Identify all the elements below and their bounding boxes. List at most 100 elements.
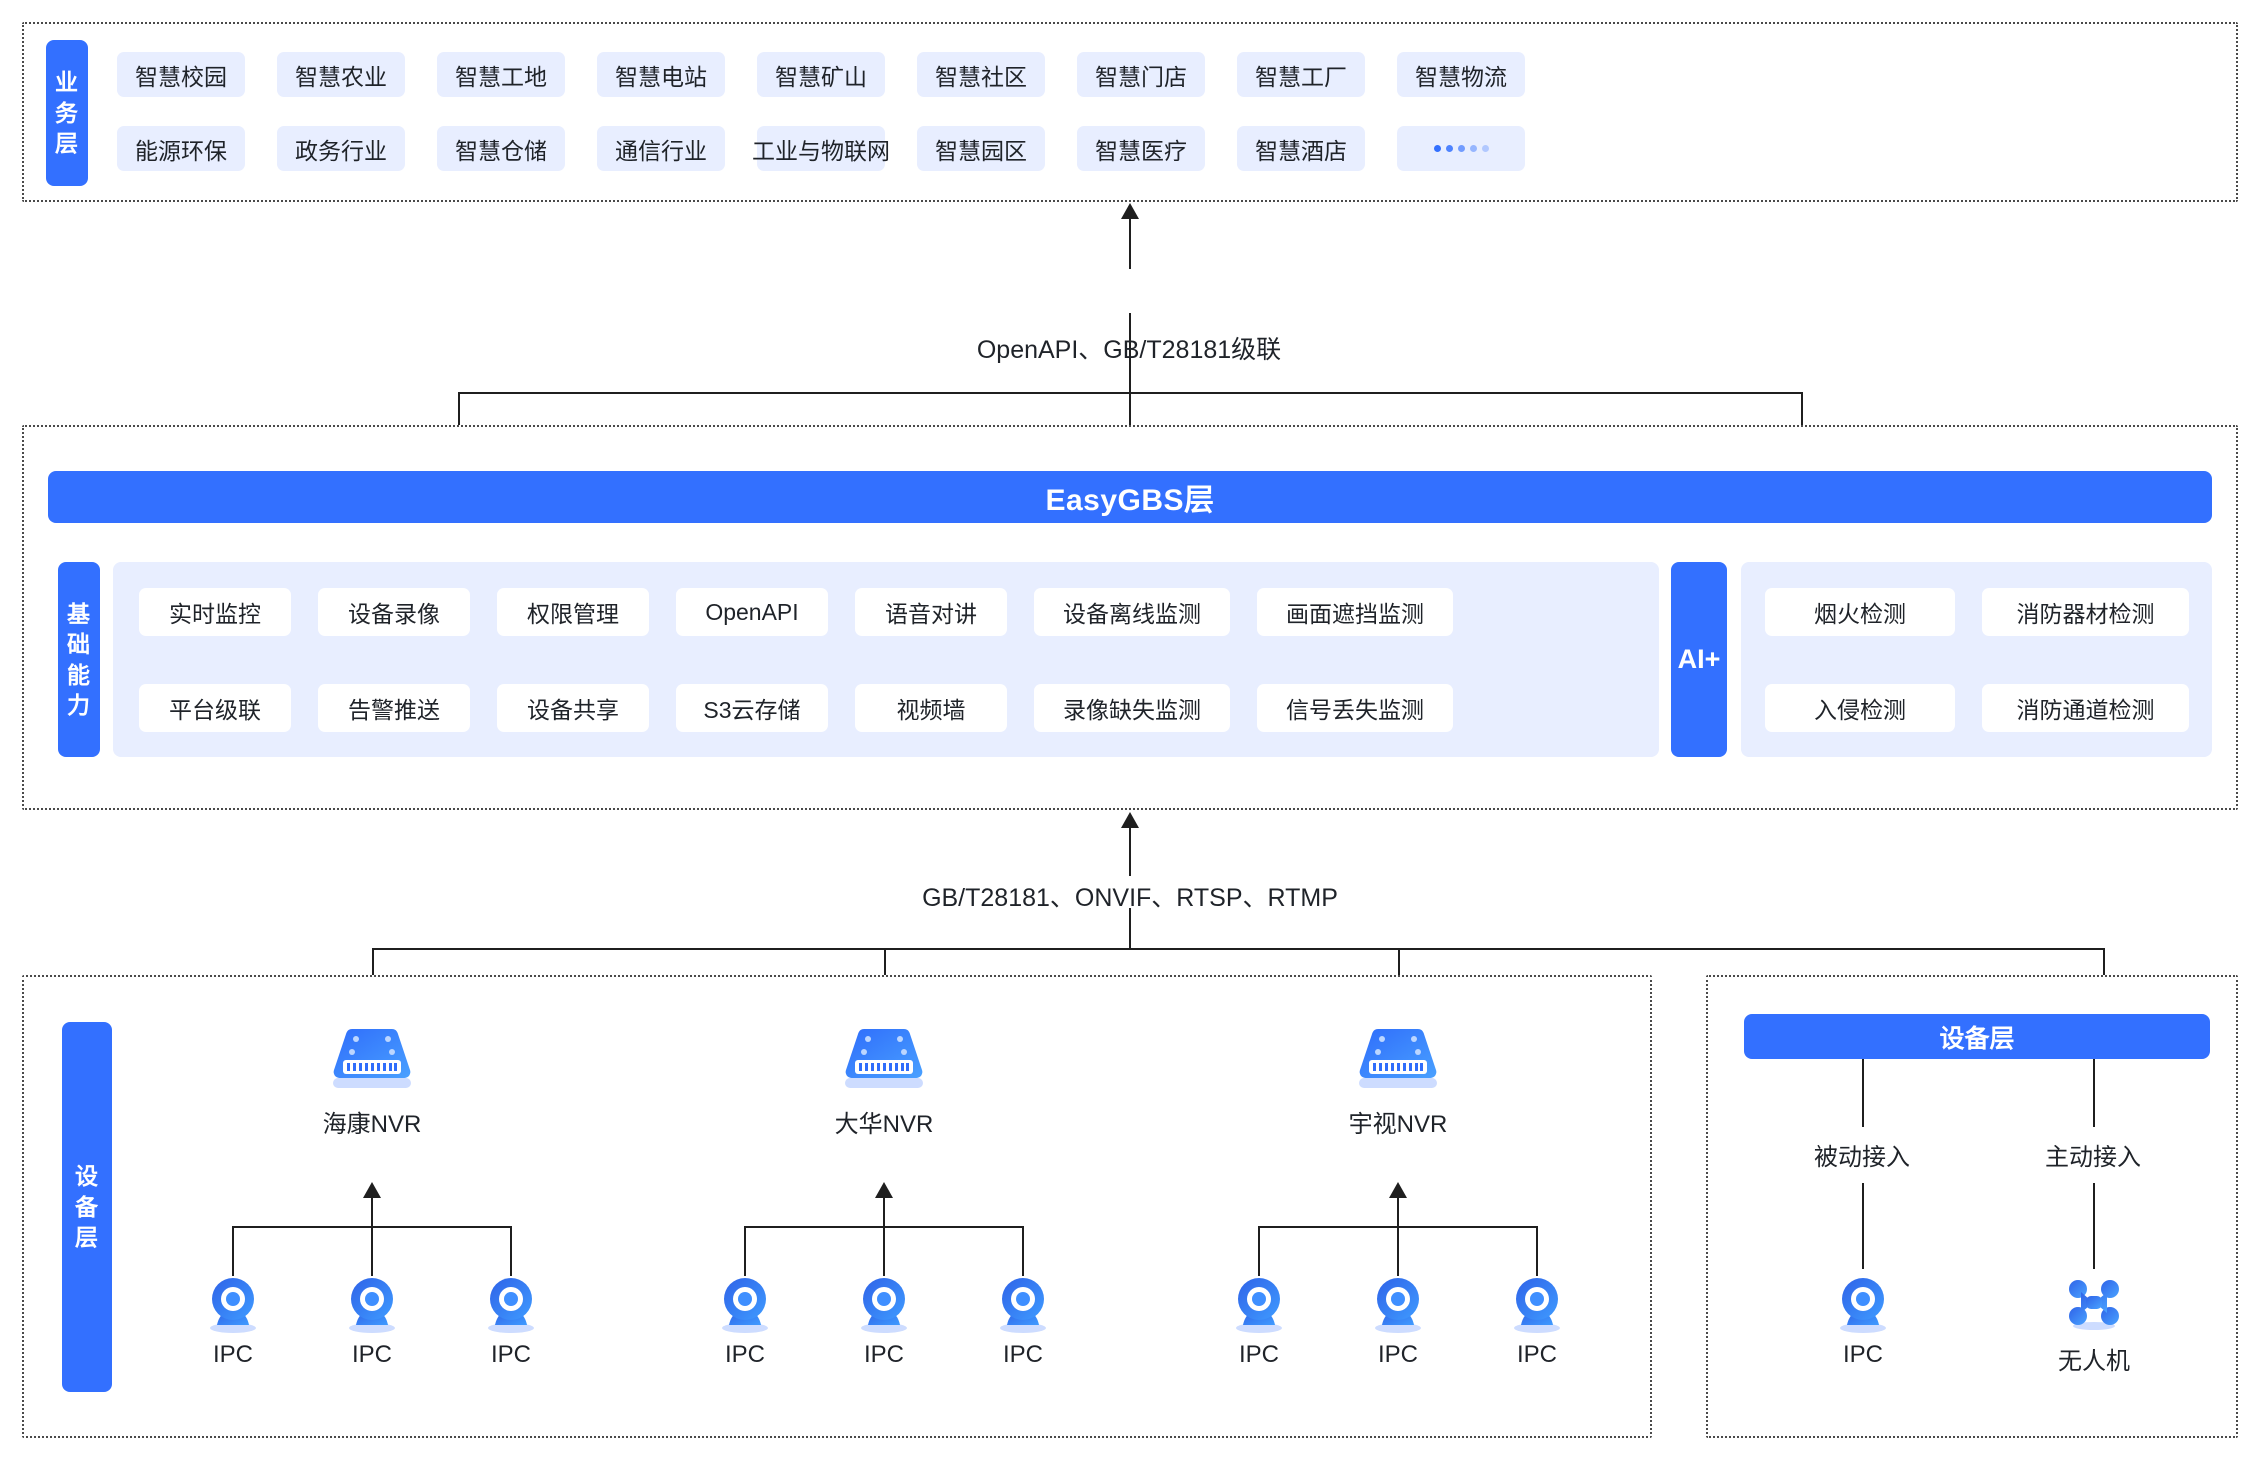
ipc-camera-icon: [715, 1275, 775, 1340]
capability-chip[interactable]: 实时监控: [139, 588, 291, 636]
ai-capability-chip[interactable]: 入侵检测: [1765, 684, 1955, 732]
business-chip[interactable]: 智慧门店: [1077, 52, 1205, 97]
capability-chip-label: 信号丢失监测: [1286, 697, 1424, 723]
nvr-label: 宇视NVR: [1348, 1111, 1448, 1138]
ipc-label: IPC: [490, 1341, 531, 1368]
nvr-label: 海康NVR: [322, 1111, 422, 1138]
ai-plus-badge: AI+: [1671, 562, 1727, 757]
nvr-uplink-line: [371, 1198, 373, 1228]
business-chip-more[interactable]: [1397, 126, 1525, 171]
business-chip[interactable]: 能源环保: [117, 126, 245, 171]
business-chip[interactable]: 智慧工厂: [1237, 52, 1365, 97]
device-uplink-arrow-icon: [1121, 812, 1139, 828]
ipc-label: IPC: [212, 1341, 253, 1368]
ai-capability-chip[interactable]: 消防通道检测: [1982, 684, 2189, 732]
ipc-camera-icon: [481, 1275, 541, 1340]
capability-chip-label: 实时监控: [169, 601, 261, 627]
ai-capability-chip[interactable]: 烟火检测: [1765, 588, 1955, 636]
nvr-label: 大华NVR: [834, 1111, 934, 1138]
business-chip[interactable]: 智慧酒店: [1237, 126, 1365, 171]
ipc-label: IPC: [863, 1341, 904, 1368]
nvr-icon: [1354, 1026, 1442, 1097]
business-chip[interactable]: 智慧物流: [1397, 52, 1525, 97]
business-chip-label: 通信行业: [615, 137, 707, 164]
business-chip-label: 工业与物联网: [752, 137, 890, 164]
capability-chip[interactable]: 语音对讲: [855, 588, 1007, 636]
ipc-drop-line: [510, 1226, 512, 1276]
business-chip[interactable]: 智慧电站: [597, 52, 725, 97]
business-chip-label: 智慧医疗: [1095, 137, 1187, 164]
active-access-line: [2093, 1059, 2095, 1127]
device-layer-right-title-text: 设备层: [1939, 1024, 2015, 1053]
business-chip-label: 智慧门店: [1095, 63, 1187, 90]
ipc-drop-line: [232, 1226, 234, 1276]
uplink-line: [1129, 313, 1131, 373]
business-layer-container: [22, 22, 2238, 202]
ipc-camera-icon: [1368, 1275, 1428, 1340]
capability-chip[interactable]: 视频墙: [855, 684, 1007, 732]
capability-chip[interactable]: S3云存储: [676, 684, 828, 732]
device-uplink-line: [1129, 908, 1131, 948]
nvr-uplink-line: [1397, 1198, 1399, 1228]
business-chip[interactable]: 智慧社区: [917, 52, 1045, 97]
business-chip[interactable]: 智慧园区: [917, 126, 1045, 171]
uplink-arrow-icon: [1121, 203, 1139, 219]
capability-chip[interactable]: 设备离线监测: [1034, 588, 1230, 636]
capability-chip[interactable]: OpenAPI: [676, 588, 828, 636]
business-chip[interactable]: 智慧农业: [277, 52, 405, 97]
ai-capability-chip[interactable]: 消防器材检测: [1982, 588, 2189, 636]
ipc-drop-line: [744, 1226, 746, 1276]
business-chip-label: 智慧园区: [935, 137, 1027, 164]
ipc-drop-line: [1022, 1226, 1024, 1276]
business-chip[interactable]: 工业与物联网: [752, 126, 890, 171]
ipc-camera-icon: [1833, 1275, 1893, 1340]
ipc-drop-line: [883, 1226, 885, 1276]
capability-chip[interactable]: 设备录像: [318, 588, 470, 636]
capability-chip[interactable]: 设备共享: [497, 684, 649, 732]
device-layer-side-label-text: 设备层: [75, 1163, 99, 1251]
business-chip-label: 智慧矿山: [775, 63, 867, 90]
capability-chip[interactable]: 画面遮挡监测: [1257, 588, 1453, 636]
capability-chip[interactable]: 平台级联: [139, 684, 291, 732]
business-chip-label: 智慧校园: [135, 63, 227, 90]
business-chip-label: 智慧电站: [615, 63, 707, 90]
capability-chip[interactable]: 权限管理: [497, 588, 649, 636]
nvr-icon: [840, 1026, 928, 1097]
capability-chip[interactable]: 告警推送: [318, 684, 470, 732]
basic-capability-side-label-text: 基础能力: [67, 600, 91, 718]
capability-chip-label: 录像缺失监测: [1063, 697, 1201, 723]
capability-chip-label: 平台级联: [169, 697, 261, 723]
drone-icon: [2064, 1275, 2124, 1340]
bottom-protocol-label: GB/T28181、ONVIF、RTSP、RTMP: [922, 884, 1338, 912]
capability-chip[interactable]: 录像缺失监测: [1034, 684, 1230, 732]
business-chip[interactable]: 智慧矿山: [757, 52, 885, 97]
nvr-uplink-arrow-icon: [363, 1182, 381, 1198]
business-chip[interactable]: 智慧工地: [437, 52, 565, 97]
passive-access-label: 被动接入: [1814, 1144, 1910, 1171]
ipc-label: IPC: [1002, 1341, 1043, 1368]
ai-capability-chip-label: 消防通道检测: [2016, 697, 2155, 723]
business-chip[interactable]: 智慧仓储: [437, 126, 565, 171]
device-bus-line: [372, 948, 2105, 950]
business-chip[interactable]: 政务行业: [277, 126, 405, 171]
business-chip[interactable]: 通信行业: [597, 126, 725, 171]
business-chip-label: 能源环保: [135, 137, 227, 164]
capability-chip-label: 权限管理: [527, 601, 619, 627]
ipc-drop-line: [1258, 1226, 1260, 1276]
business-chip-label: 智慧仓储: [455, 137, 547, 164]
uplink-branch-line: [458, 392, 460, 440]
capability-chip-label: 画面遮挡监测: [1286, 601, 1424, 627]
business-layer-side-label: 业务层: [46, 40, 88, 186]
business-chip-label: 智慧工地: [455, 63, 547, 90]
nvr-uplink-arrow-icon: [875, 1182, 893, 1198]
capability-chip-label: 视频墙: [896, 697, 966, 723]
ipc-camera-icon: [203, 1275, 263, 1340]
business-chip[interactable]: 智慧校园: [117, 52, 245, 97]
ipc-camera-icon: [1229, 1275, 1289, 1340]
ai-capability-chip-label: 消防器材检测: [2016, 601, 2155, 627]
capability-chip[interactable]: 信号丢失监测: [1257, 684, 1453, 732]
business-chip-label: 政务行业: [295, 137, 387, 164]
business-chip[interactable]: 智慧医疗: [1077, 126, 1205, 171]
ipc-label: IPC: [351, 1341, 392, 1368]
capability-chip-label: 告警推送: [348, 697, 440, 723]
